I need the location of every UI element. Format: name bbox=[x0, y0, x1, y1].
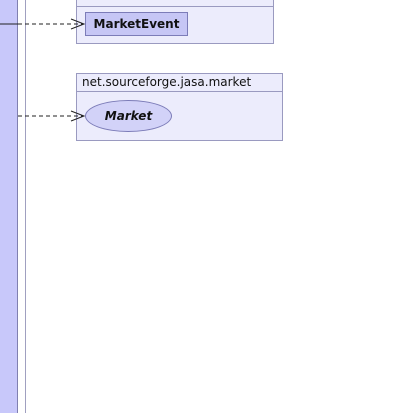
edge-to-market bbox=[18, 110, 86, 122]
open-arrow-head-icon bbox=[70, 110, 86, 122]
open-arrow-head-icon bbox=[70, 18, 86, 30]
package-title bbox=[77, 0, 273, 7]
package-jasa-market: net.sourceforge.jasa.market Market bbox=[76, 73, 283, 141]
package-title: net.sourceforge.jasa.market bbox=[77, 74, 282, 92]
class-market-event[interactable]: MarketEvent bbox=[85, 12, 188, 36]
edge-to-market-event bbox=[0, 18, 86, 30]
interface-market[interactable]: Market bbox=[85, 100, 172, 132]
activation-bar bbox=[0, 0, 18, 413]
package-market-events: MarketEvent bbox=[76, 0, 274, 44]
lifeline bbox=[25, 0, 26, 413]
